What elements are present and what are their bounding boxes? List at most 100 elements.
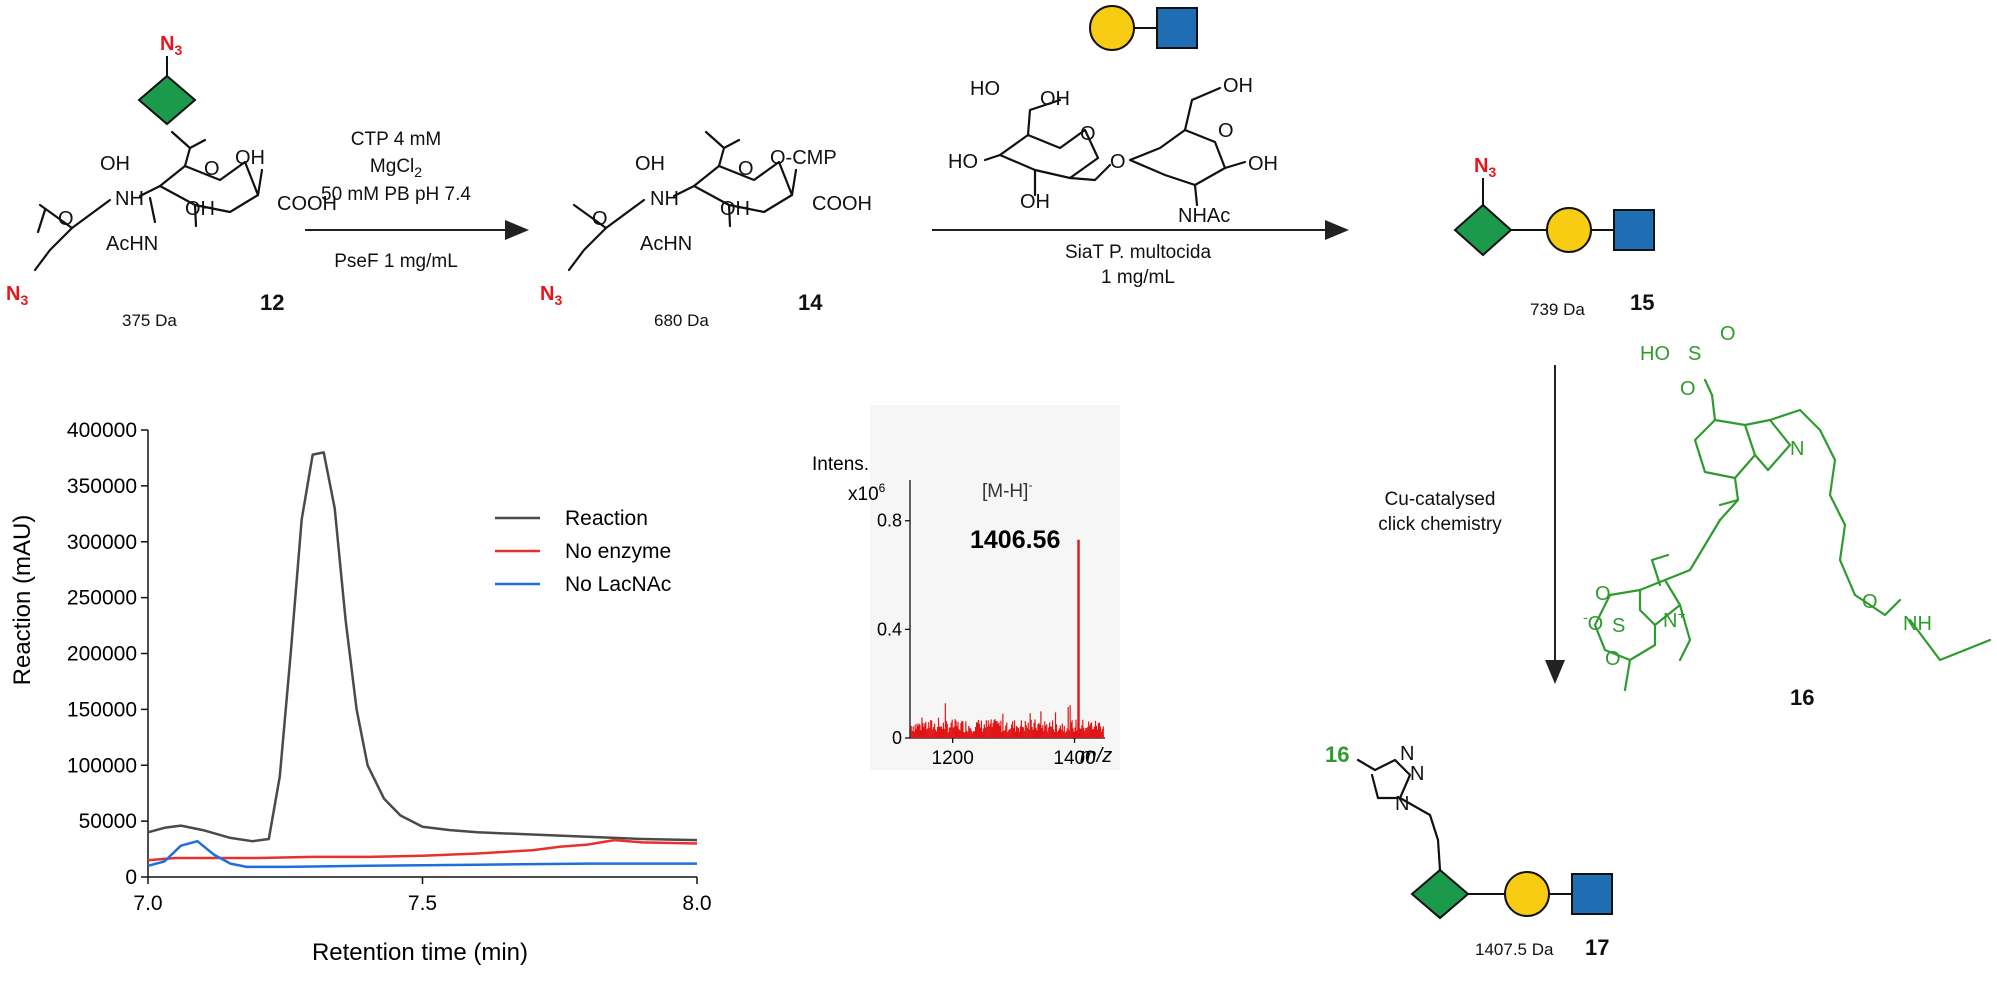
nh-label: NH — [115, 188, 144, 210]
cooh-label: COOH — [812, 193, 872, 215]
ho-label: HO — [970, 78, 1000, 100]
condition-siat: SiaT P. multocida — [1065, 242, 1212, 263]
ms-y-tick-label: 0 — [892, 728, 902, 748]
hplc-y-tick-label: 50000 — [79, 810, 137, 833]
legend-label: No enzyme — [565, 540, 671, 563]
carbonyl-oxygen-label: O — [58, 208, 74, 230]
mass-label-15: 739 Da — [1530, 300, 1585, 319]
ms-panel — [870, 405, 1120, 770]
hplc-x-axis-label: Retention time (min) — [312, 939, 528, 966]
ho-label: HO — [948, 151, 978, 173]
compound-number-15: 15 — [1630, 290, 1654, 315]
hplc-series-line — [147, 838, 698, 862]
azide-label: N3 — [1474, 155, 1496, 180]
sialic-acid-glyph — [137, 74, 197, 126]
ms-y-tick-label: 0.4 — [877, 619, 902, 639]
ms-y-axis-label: Intens. — [812, 454, 869, 475]
hplc-x-tick-label: 7.5 — [408, 892, 437, 915]
galactose-glyph — [1546, 207, 1592, 253]
nh-label: NH — [650, 188, 679, 210]
hplc-y-axis-label: Reaction (mAU) — [9, 515, 36, 686]
ms-axes: 0 0.4 0.8 1200 1400 — [877, 480, 1105, 769]
hplc-y-tick-label: 300000 — [67, 531, 137, 554]
glcnac-glyph — [1571, 873, 1613, 915]
hplc-x-tick-label: 8.0 — [682, 892, 711, 915]
hplc-chromatogram: 0500001000001500002000002500003000003500… — [9, 419, 712, 966]
triazole-n-label: N — [1395, 793, 1409, 815]
sulfonyl-oxygen-label: O — [1680, 378, 1696, 400]
sulfur-label: S — [1612, 615, 1625, 637]
sulfur-label: S — [1688, 343, 1701, 365]
condition-mgcl2: MgCl2 — [370, 156, 422, 180]
dye-substituent-label: 16 — [1325, 742, 1349, 767]
glcnac-glyph — [1613, 209, 1655, 251]
oh-label: OH — [1248, 153, 1278, 175]
hplc-series-line — [147, 839, 697, 869]
oh-label: OH — [100, 153, 130, 175]
ms-y-tick-label: 0.8 — [877, 511, 902, 531]
azide-label: N3 — [160, 33, 182, 58]
legend-label: Reaction — [565, 507, 648, 530]
ring-oxygen-label: O — [1080, 123, 1096, 145]
carbonyl-oxygen-label: O — [1862, 591, 1878, 613]
achn-label: AcHN — [106, 233, 158, 255]
azide-label: N3 — [540, 283, 562, 308]
ho-label: HO — [1640, 343, 1670, 365]
compound-number-14: 14 — [798, 290, 823, 315]
hplc-y-tick-label: 250000 — [67, 587, 137, 610]
reaction-step-2: HO OH HO O OH O OH O OH NHAc SiaT P. mul… — [932, 5, 1349, 288]
glycosidic-oxygen-label: O — [1110, 151, 1126, 173]
condition-cu: Cu-catalysed — [1385, 489, 1496, 510]
sulfonyl-oxygen-label: O — [1720, 323, 1736, 345]
ocmp-label: O-CMP — [770, 147, 837, 169]
mass-label-12: 375 Da — [122, 311, 177, 330]
sialic-acid-glyph — [1410, 868, 1470, 920]
compound-number-17: 17 — [1585, 935, 1609, 960]
ring-oxygen-label: O — [1218, 120, 1234, 142]
hplc-series-line — [147, 451, 698, 843]
achn-label: AcHN — [640, 233, 692, 255]
cooh-label: COOH — [277, 193, 337, 215]
hplc-y-tick-label: 400000 — [67, 419, 137, 442]
condition-enzyme-conc: 1 mg/mL — [1101, 267, 1175, 288]
glcnac-glyph — [1156, 7, 1198, 49]
condition-buffer: 50 mM PB pH 7.4 — [321, 184, 471, 205]
ms-x-tick-label: 1400 — [1053, 748, 1095, 769]
galactose-glyph — [1504, 871, 1550, 917]
oh-label: OH — [1020, 191, 1050, 213]
hplc-y-tick-label: 100000 — [67, 754, 137, 777]
triazole-n-label: N — [1400, 743, 1414, 765]
azide-label: N3 — [6, 283, 28, 308]
compound-12: N3 OH NH AcHN OH OH COOH O O N3 375 Da 1… — [6, 33, 337, 330]
compound-17: 16 N N N 1407.5 Da 17 — [1325, 742, 1613, 960]
ms-annotation: [M-H]- — [982, 478, 1032, 502]
ring-oxygen-label: O — [738, 158, 754, 180]
oh-label: OH — [1223, 75, 1253, 97]
sulfonyl-oxygen-label: O — [1605, 648, 1621, 670]
hplc-x-tick-label: 7.0 — [133, 892, 162, 915]
ms-x-tick-label: 1200 — [932, 748, 974, 769]
hplc-axes: 0500001000001500002000002500003000003500… — [67, 419, 712, 915]
ms-bars — [910, 539, 1104, 738]
sialic-acid-glyph — [1453, 203, 1513, 257]
compound-15: N3 739 Da 15 — [1453, 155, 1655, 319]
oh-label: OH — [635, 153, 665, 175]
oh-label: OH — [185, 198, 215, 220]
triazole-n-label: N — [1410, 763, 1424, 785]
hplc-y-tick-label: 350000 — [67, 475, 137, 498]
hplc-y-tick-label: 150000 — [67, 698, 137, 721]
reaction-step-3: Cu-catalysed click chemistry — [1378, 365, 1565, 684]
nhac-label: NHAc — [1178, 205, 1230, 227]
oh-label: OH — [720, 198, 750, 220]
hplc-y-tick-label: 0 — [125, 866, 137, 889]
nh-label: NH — [1903, 613, 1932, 635]
reaction-step-1: CTP 4 mM MgCl2 50 mM PB pH 7.4 PseF 1 mg… — [305, 129, 529, 272]
ms-y-scale-label: x106 — [848, 481, 886, 505]
ms-peak-label: 1406.56 — [970, 526, 1060, 554]
hplc-series — [147, 451, 698, 869]
carbonyl-oxygen-label: O — [592, 208, 608, 230]
sulfonate-anion-label: -O — [1583, 609, 1603, 635]
galactose-glyph — [1089, 5, 1135, 51]
oh-label: OH — [235, 147, 265, 169]
